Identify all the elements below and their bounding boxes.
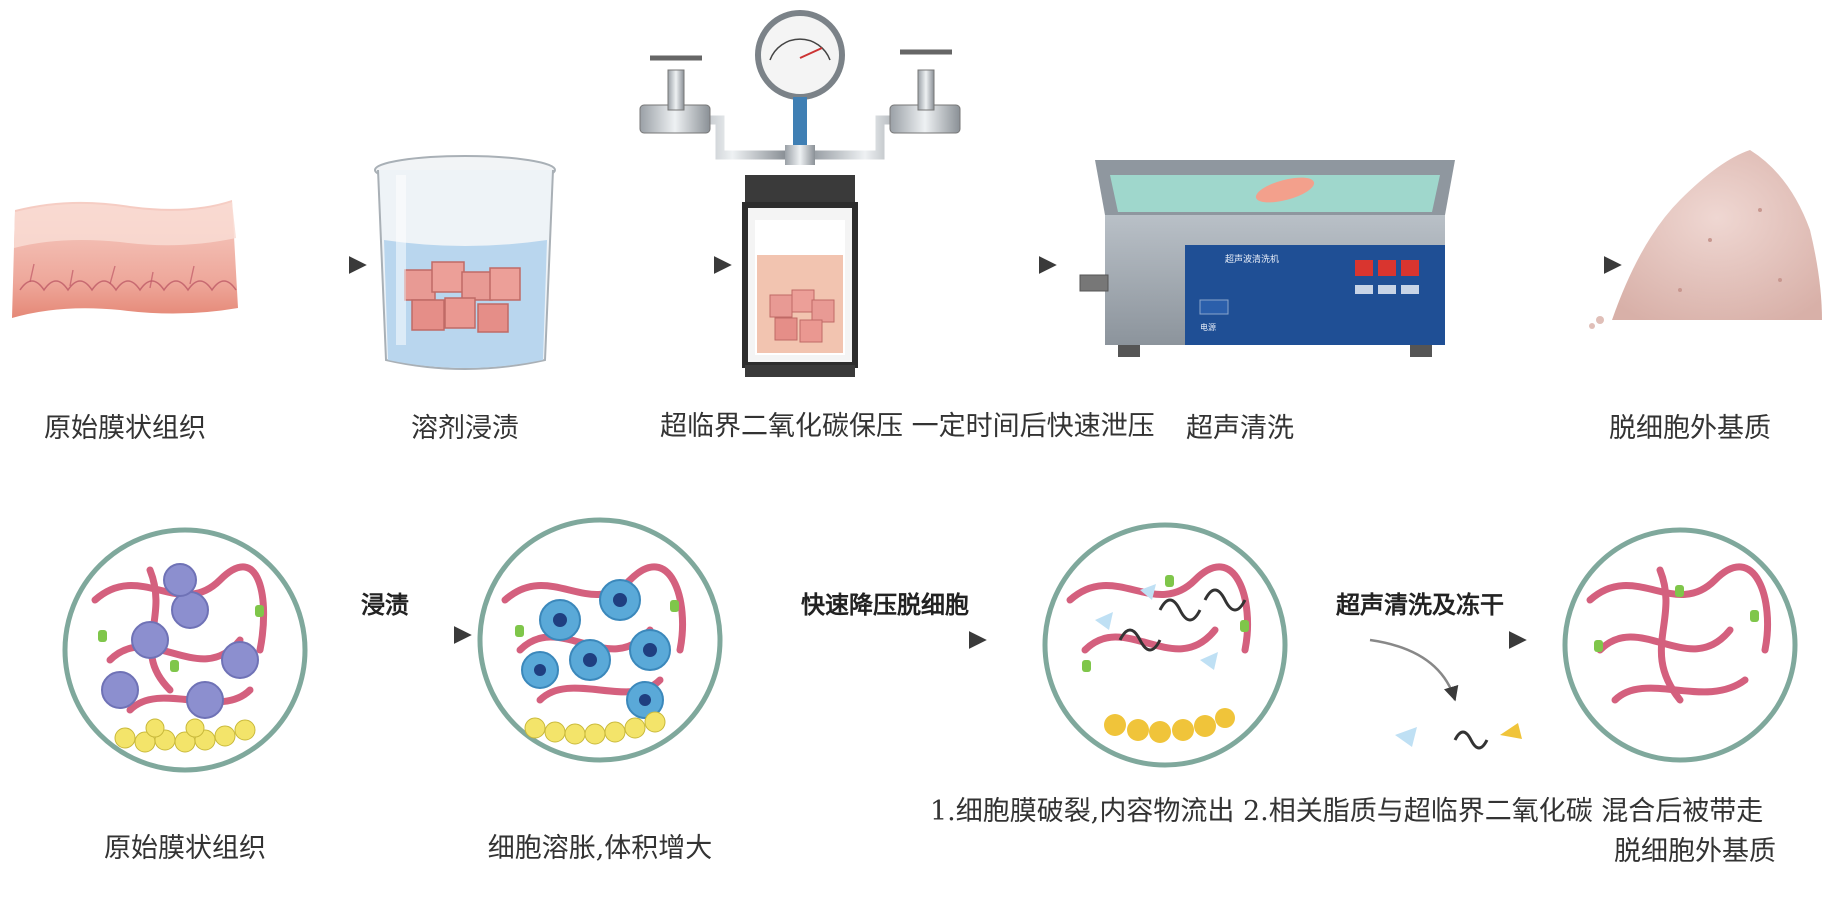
- bottom-label-swelling: 细胞溶胀,体积增大: [487, 833, 713, 864]
- debris-arrow: [1369, 638, 1459, 702]
- removed-debris: [1395, 723, 1522, 750]
- ultrasonic-cleaner-image: [1079, 160, 1455, 357]
- device-button-text: 电源: [1200, 322, 1216, 332]
- top-label-raw-tissue: 原始膜状组织: [44, 413, 206, 444]
- top-label-solvent-soak: 溶剂浸渍: [411, 413, 519, 444]
- top-label-ecm: 脱细胞外基质: [1609, 413, 1771, 444]
- step-soak: 浸渍: [361, 591, 409, 619]
- pressure-vessel-image: [639, 10, 961, 377]
- raw-tissue-circle: [62, 527, 308, 773]
- step-ultrasonic-freeze-dry: 超声清洗及冻干: [1336, 591, 1504, 619]
- bottom-label-ecm: 脱细胞外基质: [1614, 836, 1776, 867]
- raw-tissue-image: [12, 200, 238, 318]
- bottom-label-rupture-notes: 1.细胞膜破裂,内容物流出 2.相关脂质与超临界二氧化碳 混合后被带走: [930, 796, 1764, 827]
- device-panel-text: 超声波清洗机: [1225, 253, 1279, 265]
- step-rapid-depressurize: 快速降压脱细胞: [801, 591, 969, 619]
- ecm-powder-pile-image: [1589, 150, 1822, 329]
- ecm-circle: [1562, 527, 1798, 763]
- top-label-scco2: 超临界二氧化碳保压 一定时间后快速泄压: [660, 411, 1155, 442]
- beaker-image: [374, 155, 556, 370]
- ruptured-cells-circle: [1042, 522, 1288, 768]
- top-label-ultrasonic: 超声清洗: [1186, 413, 1294, 444]
- bottom-label-raw-tissue: 原始膜状组织: [104, 833, 266, 864]
- swollen-cells-circle: [477, 517, 723, 763]
